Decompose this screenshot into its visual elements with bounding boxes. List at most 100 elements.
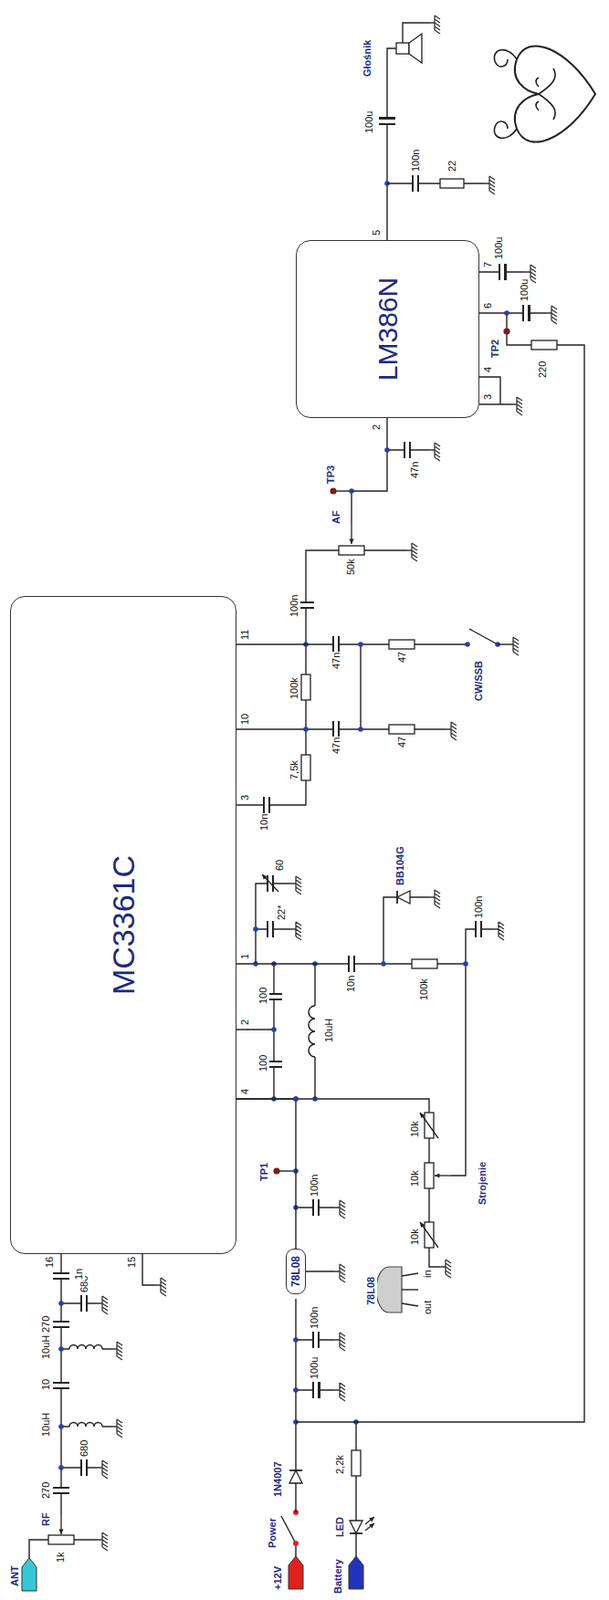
- switch-contact: [293, 1541, 299, 1547]
- component-label: 10uH: [40, 1334, 53, 1361]
- arrow-head: [262, 874, 268, 881]
- capacitor-plate: [52, 1487, 70, 1490]
- ic-box: LM386N: [295, 240, 480, 419]
- wire: [359, 644, 361, 730]
- component-label: 60: [273, 859, 286, 872]
- wire: [281, 1516, 296, 1544]
- wire: [497, 643, 508, 645]
- wire: [295, 313, 585, 1423]
- ground-symbol: [511, 397, 523, 416]
- ground-symbol: [429, 442, 441, 462]
- component-label: 100: [257, 987, 270, 1006]
- wire: [401, 1289, 419, 1291]
- capacitor-plate: [378, 123, 396, 126]
- wire: [387, 182, 484, 184]
- capacitor-gap: [81, 1459, 87, 1478]
- junction-dot: [293, 1387, 299, 1394]
- component-label: 100n: [288, 594, 301, 619]
- inductor-symbol: [308, 1006, 315, 1058]
- component-label: 100n: [308, 1174, 321, 1198]
- capacitor-plate: [474, 921, 477, 938]
- adjust-arrow: [365, 1517, 375, 1525]
- component-label: Battery: [332, 1558, 345, 1596]
- capacitor-plate: [268, 797, 271, 814]
- wire: [469, 629, 498, 645]
- capacitor-gap: [52, 1383, 71, 1389]
- capacitor-plate: [409, 441, 411, 459]
- junction-dot: [357, 726, 364, 733]
- resistor-symbol: [338, 546, 365, 556]
- pin-number: 15: [126, 1256, 138, 1270]
- diode-bar: [396, 891, 399, 904]
- wire: [61, 1467, 97, 1469]
- diode-bar: [349, 1533, 363, 1535]
- capacitor-gap: [348, 955, 355, 974]
- ground-symbol: [96, 1460, 108, 1480]
- ground-symbol: [96, 1533, 108, 1552]
- arrow-head: [368, 1523, 375, 1529]
- wire: [479, 312, 546, 314]
- pin-number: 7: [482, 261, 494, 269]
- test-point: [273, 1167, 280, 1175]
- capacitor-gap: [313, 1198, 319, 1218]
- wire: [236, 729, 306, 806]
- test-point: [503, 327, 510, 335]
- capacitor-plate: [52, 1382, 70, 1385]
- capacitor-plate: [85, 1295, 88, 1313]
- capacitor-gap: [81, 1294, 87, 1313]
- capacitor-plate: [52, 1387, 70, 1390]
- capacitor-gap: [412, 174, 419, 193]
- capacitor-plate: [52, 1492, 70, 1495]
- component-label: BB104G: [394, 845, 407, 887]
- pin-number: 5: [370, 229, 383, 237]
- resistor-symbol: [388, 724, 415, 735]
- capacitor-plate: [403, 441, 406, 459]
- ground-symbol: [290, 876, 302, 895]
- diode-bar: [289, 1470, 303, 1472]
- component-label: 10k: [409, 1169, 421, 1188]
- component-label: 270: [40, 1481, 53, 1501]
- capacitor-gap: [313, 1331, 319, 1350]
- pin-number: 2: [370, 423, 383, 431]
- wire: [451, 964, 466, 1176]
- component-label: 1N4007: [272, 1460, 284, 1499]
- connector-tag: [21, 1558, 37, 1592]
- component-label: Głośnik: [361, 39, 374, 78]
- pin-number: 3: [239, 794, 252, 802]
- component-label: 10n: [258, 813, 271, 832]
- junction-dot: [384, 447, 390, 453]
- capacitor-gap: [263, 796, 270, 815]
- ground-symbol: [507, 637, 519, 656]
- component-label: +12V: [272, 1565, 284, 1592]
- ground-symbol: [440, 1260, 452, 1279]
- junction-dot: [380, 961, 387, 967]
- connector-tag: [348, 1556, 364, 1590]
- ground-symbol: [334, 1383, 346, 1402]
- heart-ornament: [493, 50, 556, 139]
- capacitor-plate: [332, 636, 335, 653]
- component-label: 47n: [409, 461, 421, 480]
- regulator-box: 78L08: [285, 1249, 306, 1295]
- component-label: 10k: [409, 1120, 421, 1139]
- wire: [255, 883, 291, 965]
- wire: [479, 403, 512, 405]
- component-label: 47: [396, 651, 409, 664]
- ground-symbol: [334, 1333, 346, 1352]
- adjust-arrow: [365, 1523, 375, 1532]
- capacitor-plate: [52, 1278, 70, 1281]
- pin-number: 11: [239, 629, 252, 641]
- wire: [236, 1029, 274, 1030]
- pin-number: 1: [239, 953, 252, 961]
- capacitor-plate: [498, 263, 501, 281]
- capacitor-plate: [272, 921, 274, 938]
- ground-symbol: [155, 1278, 167, 1297]
- capacitor-plate: [317, 1332, 320, 1349]
- pin-number: 4: [239, 1088, 252, 1096]
- ground-symbol: [429, 15, 441, 34]
- capacitor-plate: [337, 721, 340, 738]
- pin-number: 4: [482, 366, 494, 374]
- component-label: 1k: [54, 1551, 67, 1565]
- speaker-symbol: [396, 42, 410, 54]
- junction-dot: [462, 961, 469, 967]
